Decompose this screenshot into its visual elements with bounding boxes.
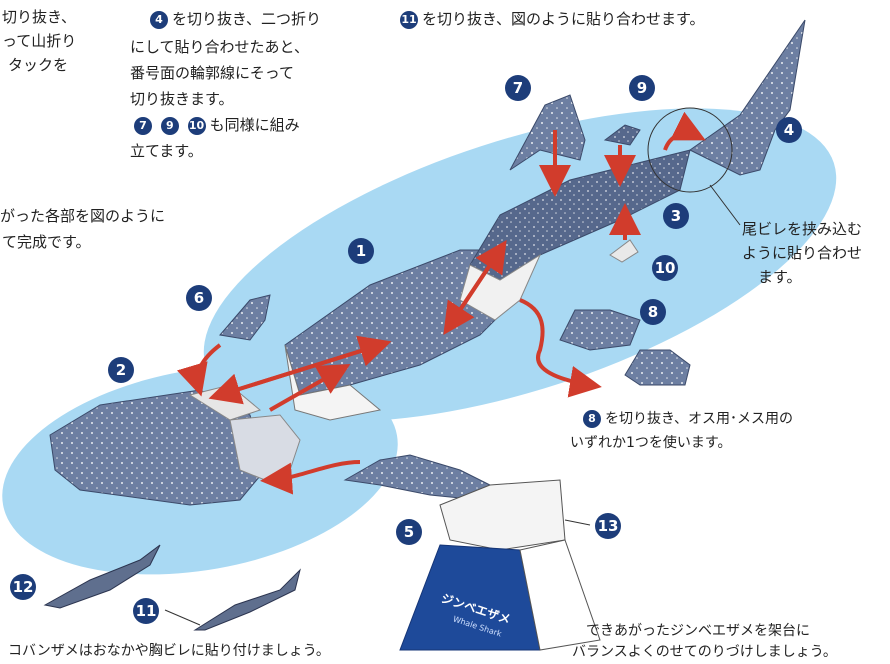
shark-part-8-male (624, 349, 691, 386)
badge-part-2: 2 (108, 357, 134, 383)
badge-part-9: 9 (629, 75, 655, 101)
tail-note-2: ように貼り合わせ (742, 244, 863, 262)
tail-note-1: 尾ビレを挟み込む (742, 220, 863, 238)
badge-part-7: 7 (505, 75, 531, 101)
stand-note-2: バランスよくのせてのりづけしましょう。 (572, 644, 837, 660)
badge-part-1: 1 (348, 238, 374, 264)
shark-part-6-fin (219, 294, 271, 341)
instruction-number-10: 10 (187, 117, 206, 135)
tail-callout-line (709, 184, 741, 226)
instruction-left-mid-2: て完成です。 (2, 233, 91, 251)
badge-part-8: 8 (640, 299, 666, 325)
assembly-arrows (176, 111, 706, 495)
badge-part-11: 11 (133, 598, 159, 624)
instruction-number-11: 11 (400, 11, 418, 29)
remora-note: コバンザメはおなかや胸ビレに貼り付けましょう。 (8, 643, 330, 659)
instruction-number-7: 7 (134, 117, 152, 135)
shark-part-2-head (49, 389, 266, 506)
instruction-number-8: 8 (583, 410, 601, 428)
shark-part-10-fin (609, 239, 639, 263)
badge-part-4: 4 (776, 117, 802, 143)
tail-note-3: ます。 (758, 268, 802, 286)
badge-part-5: 5 (396, 519, 422, 545)
badge-part-12: 12 (10, 574, 36, 600)
remora-fish-12 (43, 544, 161, 609)
shark-part-9-fin (603, 124, 641, 146)
shark-part-4-tail (689, 19, 806, 176)
instruction-top-left-3: タックを (8, 56, 69, 74)
stand-note-1: できあがったジンベエザメを架台に (586, 623, 810, 639)
instruction-center-line4: 切り抜きます。 (130, 90, 234, 108)
badge-part-13: 13 (595, 513, 621, 539)
badge-part-6: 6 (186, 285, 212, 311)
badge-part-3: 3 (663, 203, 689, 229)
instruction-left-mid-1: がった各部を図のように (0, 207, 166, 225)
instruction-center-line2: にして貼り合わせたあと、 (130, 38, 309, 56)
instruction-number-9: 9 (160, 117, 179, 135)
part8-note-2: いずれか1つを使います。 (570, 435, 732, 451)
shark-part-7-dorsal-fin (509, 94, 586, 171)
remora-11-pointer (164, 609, 201, 626)
shark-part-8-female (559, 309, 641, 351)
instruction-top-left-2: って山折り (2, 32, 77, 50)
stand-13-pointer (564, 519, 591, 526)
instruction-center-line6: 立てます。 (130, 142, 203, 160)
instruction-center-line3: 番号面の輪郭線にそって (130, 64, 294, 82)
badge-part-10: 10 (652, 255, 678, 281)
instruction-number-4: 4 (150, 11, 168, 29)
tail-detail-circle (647, 107, 733, 193)
remora-fish-11 (193, 568, 301, 631)
instruction-top-left-1: 切り抜き、 (2, 8, 76, 26)
stand-side (519, 539, 601, 651)
